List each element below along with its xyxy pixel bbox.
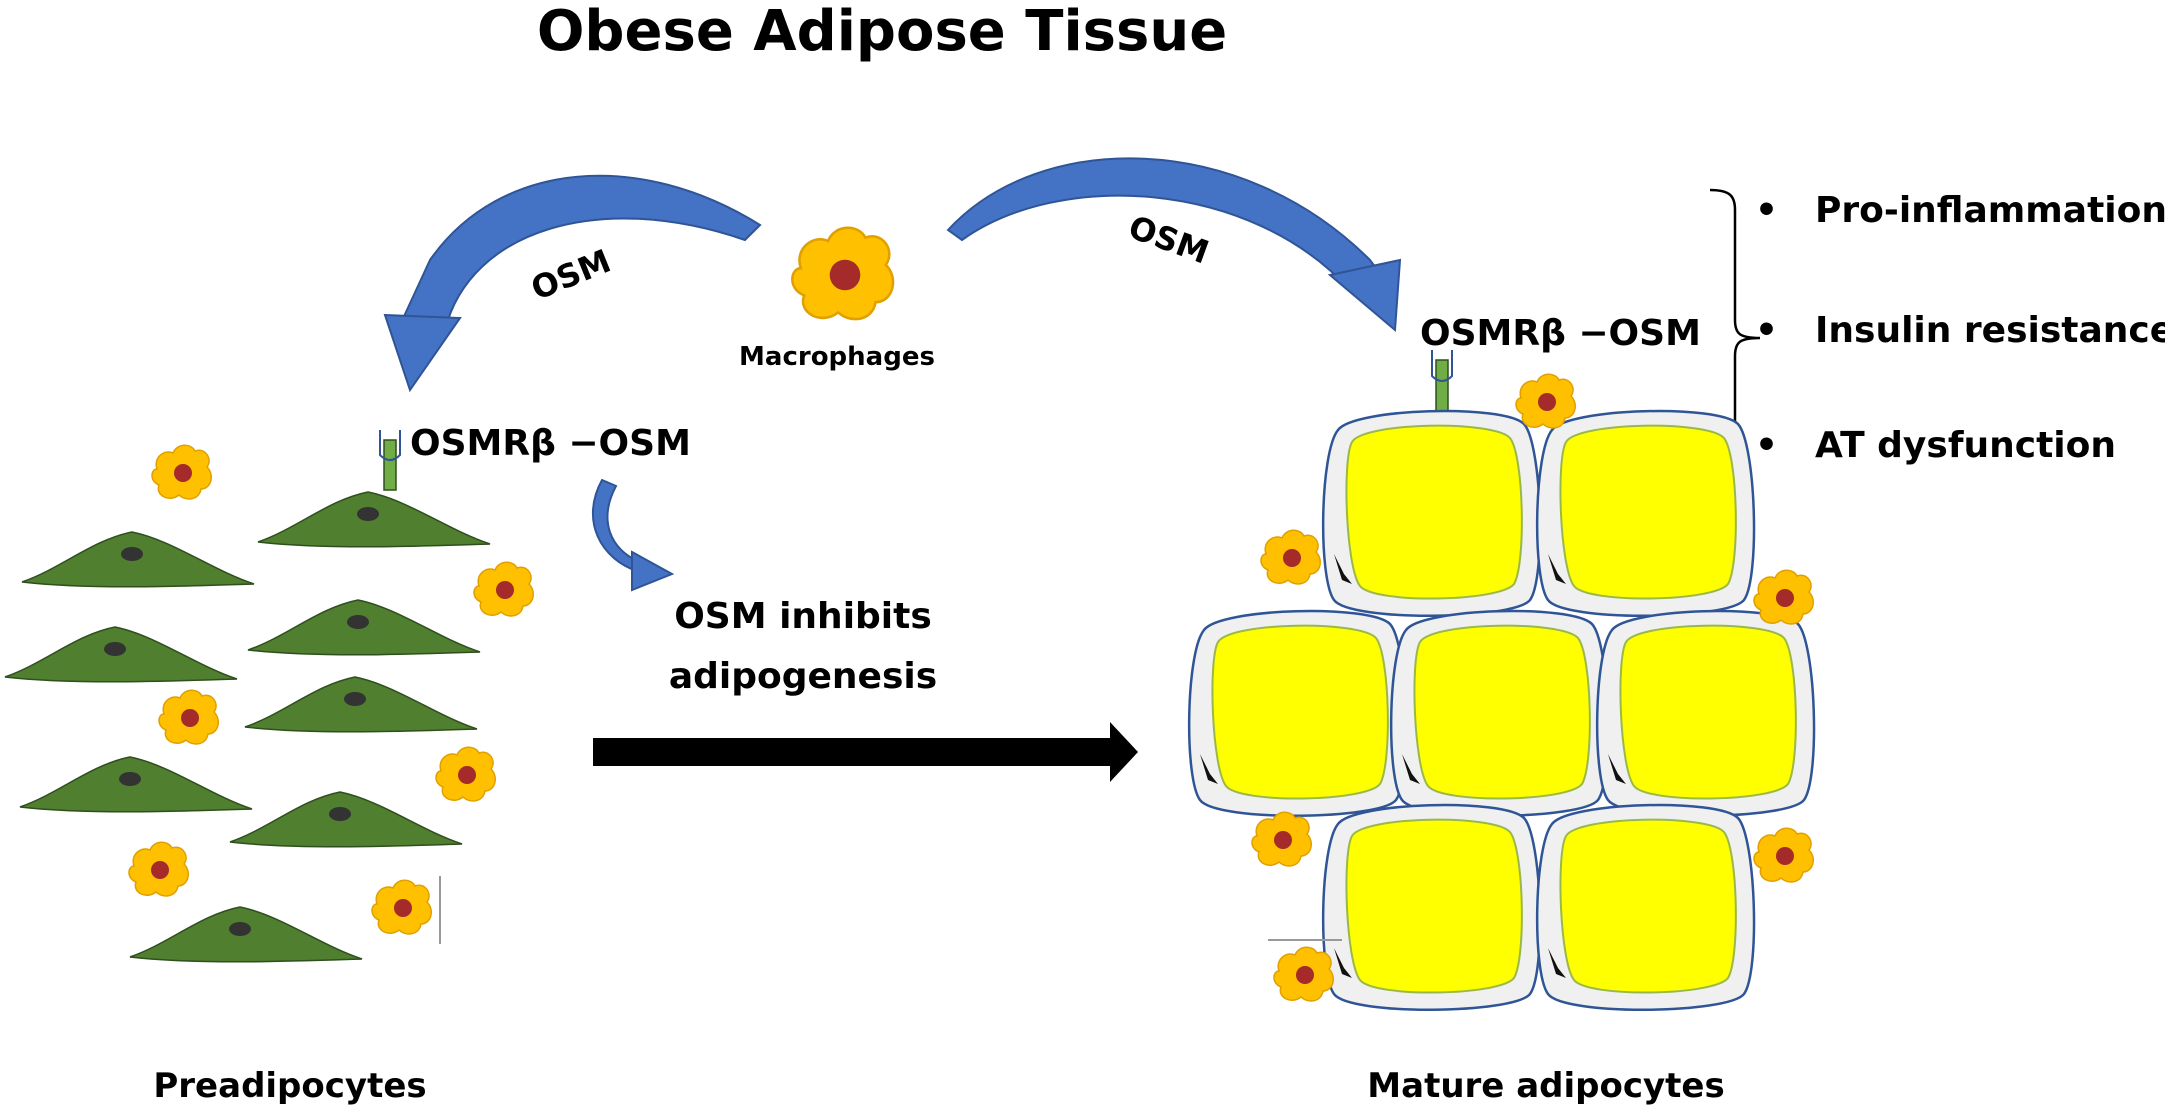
macrophage-icon — [128, 841, 190, 897]
preadipocyte-cell — [244, 676, 478, 733]
adipocyte-cell — [1187, 609, 1408, 818]
macrophage-icon — [435, 746, 497, 802]
left-arrow-head — [383, 313, 462, 393]
mature-receptor-label: OSMRβ −OSM — [1420, 313, 1701, 354]
macrophage-icon — [473, 561, 535, 617]
adipocyte-cell — [1595, 609, 1816, 818]
effect-text-2: Insulin resistance — [1815, 310, 2165, 351]
preadipocyte-cell — [247, 599, 481, 656]
left-osm-label: OSM — [526, 242, 616, 308]
small-arrow-head — [631, 550, 675, 592]
effect-text-3: AT dysfunction — [1815, 425, 2116, 466]
macrophage-icon — [1260, 529, 1322, 585]
inhibition-text-line1: OSM inhibits — [674, 596, 932, 637]
macrophage-icon — [158, 689, 220, 745]
preadipocyte-cell — [129, 906, 363, 963]
preadipocyte-cluster — [4, 444, 535, 963]
effect-bullet-1: • — [1755, 190, 1778, 231]
macrophage-center-icon — [791, 226, 895, 321]
effect-bullet-3: • — [1755, 425, 1778, 466]
mature-adipocytes-caption: Mature adipocytes — [1367, 1066, 1724, 1106]
macrophage-icon — [1753, 569, 1815, 625]
macrophage-label: Macrophages — [739, 342, 935, 372]
macrophage-icon — [1753, 827, 1815, 883]
adipocyte-cluster — [1187, 373, 1816, 1012]
adipocyte-cell — [1389, 609, 1610, 818]
inhibition-text-line2: adipogenesis — [669, 656, 937, 697]
effect-text-1: Pro-inflammation — [1815, 190, 2165, 231]
page-title: Obese Adipose Tissue — [537, 0, 1227, 64]
macrophage-icon — [1251, 811, 1313, 867]
right-osm-label: OSM — [1124, 208, 1214, 272]
adipocyte-cell — [1321, 803, 1542, 1012]
differentiation-arrow — [593, 722, 1138, 782]
preadipocyte-cell — [257, 491, 491, 548]
effect-bullet-2: • — [1755, 310, 1778, 351]
adipocyte-cell — [1321, 409, 1542, 618]
macrophage-icon — [371, 879, 433, 935]
macrophage-icon — [1273, 946, 1335, 1002]
preadipocyte-cell — [21, 531, 255, 588]
preadipocyte-receptor-icon — [379, 430, 401, 491]
adipocyte-cell — [1535, 803, 1756, 1012]
macrophage-icon — [1515, 373, 1577, 429]
adipocyte-cell — [1535, 409, 1756, 618]
right-arrow-head — [1327, 258, 1402, 333]
preadipocyte-cell — [4, 626, 238, 683]
macrophage-icon — [151, 444, 213, 500]
preadipocyte-cell — [229, 791, 463, 848]
mature-receptor-icon — [1431, 350, 1453, 419]
preadipocytes-caption: Preadipocytes — [153, 1066, 426, 1106]
preadipocyte-receptor-label: OSMRβ −OSM — [410, 423, 691, 464]
preadipocyte-cell — [19, 756, 253, 813]
